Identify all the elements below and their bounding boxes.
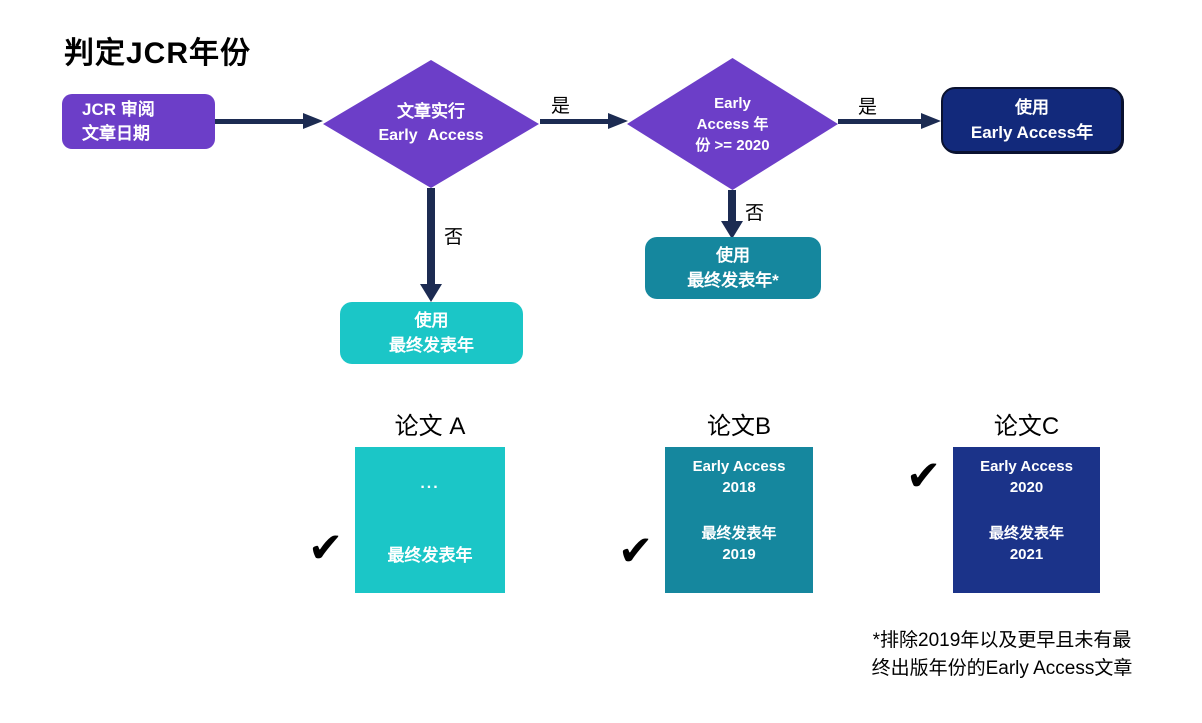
- arrowhead-decision1-to-decision2: [608, 113, 628, 129]
- check-icon: ✔: [308, 524, 344, 571]
- decision1-line2: Early Access: [378, 127, 484, 144]
- footnote-line2: 终出版年份的Early Access文章: [871, 658, 1133, 679]
- decision2-line1: Early: [714, 94, 751, 112]
- example-c-square: Early Access 2020 最终发表年 2021: [953, 447, 1100, 593]
- arrowhead-decision1-no: [420, 284, 442, 302]
- decision1-line1: 文章实行: [397, 102, 465, 121]
- arrow-decision2-no: [728, 190, 736, 222]
- example-c-title: 论文C: [993, 413, 1060, 440]
- example-c-ea-year: 2020: [1009, 479, 1044, 496]
- result-fp2-line2: 最终发表年*: [687, 271, 779, 290]
- yes-label-2: 是: [858, 97, 878, 118]
- check-icon: ✔: [618, 527, 654, 574]
- example-b-ea-label: Early Access: [692, 458, 786, 475]
- arrowhead-decision2-no: [721, 221, 743, 239]
- no-label-1: 否: [444, 227, 464, 248]
- result-fp2-line1: 使用: [716, 246, 750, 265]
- example-c-final-year: 2021: [1009, 546, 1044, 563]
- result-ea-line2: Early Access年: [970, 123, 1094, 142]
- example-a-title: 论文 A: [394, 413, 466, 440]
- yes-label-1: 是: [551, 96, 571, 117]
- decision-early-access: 文章实行 Early Access: [323, 60, 539, 188]
- decision2-line2: Access 年: [696, 115, 769, 133]
- example-b-final-year: 2019: [722, 546, 756, 563]
- example-a-dots: ...: [420, 475, 440, 492]
- example-a-square: ... 最终发表年: [355, 447, 505, 593]
- result-ea-line1: 使用: [1015, 98, 1049, 117]
- start-node: JCR 审阅 文章日期: [62, 94, 215, 149]
- footnote-line1: *排除2019年以及更早且未有最: [872, 630, 1132, 651]
- start-node-line1: JCR 审阅: [82, 100, 155, 119]
- start-node-line2: 文章日期: [82, 124, 150, 143]
- arrow-decision1-to-decision2: [540, 119, 610, 124]
- arrowhead-decision2-to-result: [921, 113, 941, 129]
- result-fp1-line2: 最终发表年: [389, 336, 474, 355]
- arrow-start-to-decision1: [215, 119, 305, 124]
- result-use-final-pub-year: 使用 最终发表年: [340, 302, 523, 364]
- example-a-final-year: 最终发表年: [387, 546, 473, 565]
- example-b-title: 论文B: [706, 413, 771, 440]
- result-fp1-line1: 使用: [414, 311, 449, 330]
- footnote: *排除2019年以及更早且未有最 终出版年份的Early Access文章: [852, 627, 1152, 683]
- example-b-square: Early Access 2018 最终发表年 2019: [665, 447, 813, 593]
- no-label-2: 否: [745, 203, 765, 224]
- arrow-decision1-no: [427, 188, 435, 284]
- decision-ea-year: Early Access 年 份 >= 2020: [627, 58, 838, 190]
- decision2-line3: 份 >= 2020: [695, 136, 770, 154]
- arrow-decision2-to-result: [838, 119, 923, 124]
- arrowhead-start-to-decision1: [303, 113, 323, 129]
- example-c-final-label: 最终发表年: [988, 525, 1064, 542]
- example-c-ea-label: Early Access: [980, 458, 1073, 475]
- example-b-final-label: 最终发表年: [701, 525, 777, 542]
- result-use-early-access-year: 使用 Early Access年: [941, 87, 1123, 153]
- example-b-ea-year: 2018: [722, 479, 756, 496]
- page-title: 判定JCR年份: [64, 37, 252, 70]
- result-use-final-pub-year-asterisk: 使用 最终发表年*: [645, 237, 821, 299]
- check-icon: ✔: [906, 452, 942, 499]
